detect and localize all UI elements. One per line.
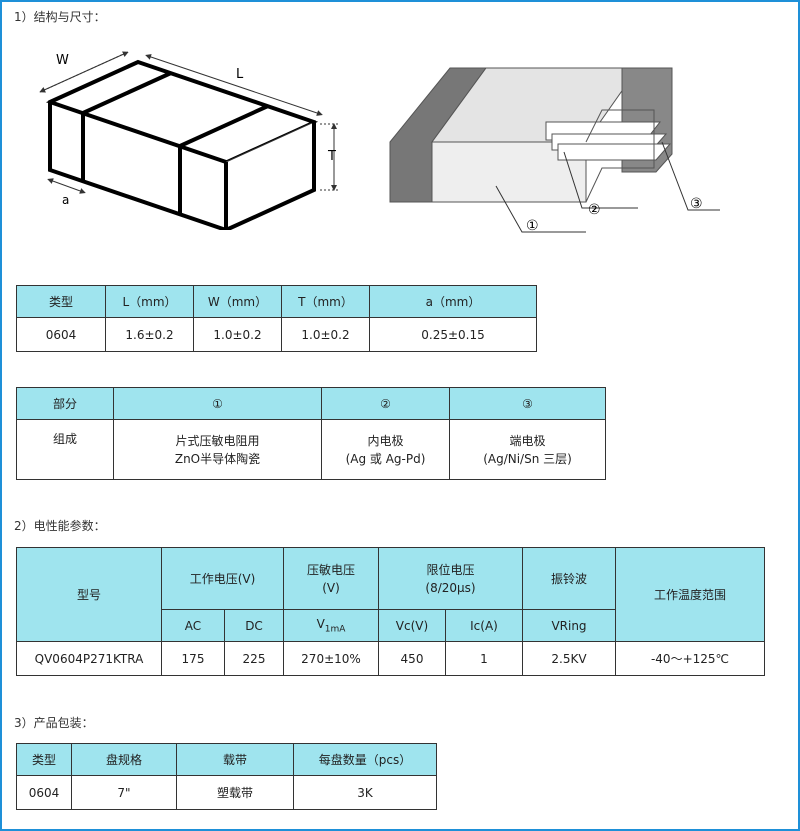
section-electrical-title: 2）电性能参数： xyxy=(14,519,106,533)
parts-cell-line: (Ag/Ni/Sn 三层) xyxy=(483,451,572,466)
section-structure-title: 1）结构与尺寸： xyxy=(14,10,106,24)
chip-dimension-drawing: W L T a xyxy=(39,51,338,230)
elec-cell: 450 xyxy=(378,641,446,676)
elec-cell: 175 xyxy=(161,641,225,676)
elec-header-varistor: 压敏电压 xyxy=(306,562,355,577)
electrical-table: 型号 工作电压(V) 压敏电压 (V) 限位电压 (8/20μs) 振铃波 工作温度… xyxy=(16,547,765,676)
pack-header: 类型 xyxy=(16,743,72,776)
elec-cell: 270±10% xyxy=(283,641,379,676)
elec-cell: 2.5KV xyxy=(522,641,616,676)
parts-header: ② xyxy=(321,387,450,420)
parts-cell-line: 内电极 xyxy=(367,433,404,448)
parts-table: 部分 ① ② ③ 组成 片式压敏电阻用 ZnO半导体陶瓷 内电极 (Ag 或 Ag-… xyxy=(16,387,606,480)
dims-cell: 1.6±0.2 xyxy=(105,317,194,352)
a-label: a xyxy=(62,193,69,207)
parts-header: 部分 xyxy=(16,387,114,420)
packaging-table: 类型 盘规格 载带 每盘数量（pcs） 0604 7" 塑载带 3K xyxy=(16,743,437,810)
elec-header-model: 型号 xyxy=(16,547,162,642)
dims-header: a（mm） xyxy=(369,285,537,318)
elec-sub-ac: AC xyxy=(161,609,225,642)
parts-cell-line: 片式压敏电阻用 xyxy=(175,433,260,448)
pack-header: 每盘数量（pcs） xyxy=(293,743,437,776)
pack-cell: 0604 xyxy=(16,775,72,810)
pack-header: 载带 xyxy=(176,743,294,776)
section-packaging-title: 3）产品包装： xyxy=(14,716,94,730)
callout-3: ③ xyxy=(690,196,703,212)
elec-header-work-voltage: 工作电压(V) xyxy=(161,547,284,610)
elec-header-varistor-unit: (V) xyxy=(322,580,340,595)
elec-cell: QV0604P271KTRA xyxy=(16,641,162,676)
parts-cell-line: (Ag 或 Ag-Pd) xyxy=(345,451,426,466)
elec-header-temp: 工作温度范围 xyxy=(615,547,765,642)
chip-structure-drawing: ① ② ③ xyxy=(389,67,720,234)
dims-cell: 0.25±0.15 xyxy=(369,317,537,352)
l-label: L xyxy=(236,67,244,82)
elec-header-ringwave: 振铃波 xyxy=(522,547,616,610)
pack-header: 盘规格 xyxy=(71,743,177,776)
parts-header: ① xyxy=(113,387,322,420)
elec-header-clamp: 限位电压 xyxy=(426,562,475,577)
elec-sub-v1ma: V1mA xyxy=(283,609,379,642)
dims-header: L（mm） xyxy=(105,285,194,318)
elec-header-clamp-wave: (8/20μs) xyxy=(425,580,476,595)
elec-cell: 225 xyxy=(224,641,284,676)
elec-cell: -40～+125℃ xyxy=(615,641,765,676)
dims-header: W（mm） xyxy=(193,285,282,318)
dims-header: 类型 xyxy=(16,285,106,318)
elec-cell: 1 xyxy=(445,641,523,676)
t-label: T xyxy=(327,149,336,164)
pack-cell: 3K xyxy=(293,775,437,810)
parts-row-label: 组成 xyxy=(16,419,114,480)
dimensions-table: 类型 L（mm） W（mm） T（mm） a（mm） 0604 1.6±0.2 … xyxy=(16,285,537,352)
parts-cell-line: 端电极 xyxy=(509,433,546,448)
parts-cell-line: ZnO半导体陶瓷 xyxy=(174,451,261,466)
callout-1: ① xyxy=(526,218,539,234)
dims-cell: 1.0±0.2 xyxy=(193,317,282,352)
w-label: W xyxy=(56,53,69,68)
elec-sub-vc: Vc(V) xyxy=(378,609,446,642)
dims-cell: 1.0±0.2 xyxy=(281,317,370,352)
elec-sub-dc: DC xyxy=(224,609,284,642)
elec-sub-vring: VRing xyxy=(522,609,616,642)
callout-2: ② xyxy=(588,202,601,218)
dims-header: T（mm） xyxy=(281,285,370,318)
dims-cell: 0604 xyxy=(16,317,106,352)
pack-cell: 塑载带 xyxy=(176,775,294,810)
pack-cell: 7" xyxy=(71,775,177,810)
parts-header: ③ xyxy=(449,387,606,420)
elec-sub-ic: Ic(A) xyxy=(445,609,523,642)
